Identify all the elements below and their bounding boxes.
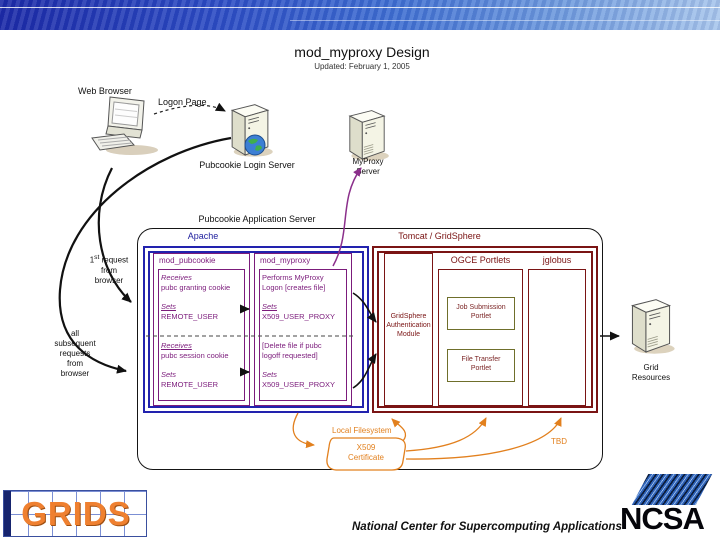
myproxy-server-label-line1: MyProxy — [352, 157, 384, 166]
grids-logo: GRIDS — [3, 490, 147, 537]
slide-subtitle: Updated: February 1, 2005 — [314, 62, 410, 71]
sets-label: Sets — [262, 302, 278, 311]
globe-icon — [244, 134, 266, 156]
local-filesystem-label: Local Filesystem — [332, 426, 392, 435]
mod-myproxy-inner-box — [259, 269, 347, 401]
file-transfer-portlet-label: File Transfer Portlet — [447, 355, 515, 373]
apache-label: Apache — [187, 231, 219, 241]
grid-resources-label-line1: Grid — [643, 363, 659, 372]
subsequent-requests-annotation: all subsequent requests from browser — [46, 329, 104, 379]
action-line: [Delete file if pubc — [262, 341, 322, 350]
myproxy-server-icon — [349, 110, 390, 162]
mod-myproxy-box — [254, 253, 352, 406]
x509-certificate-label: X509 Certificate — [330, 443, 402, 463]
mod-pubcookie-section1: Receives pubc granting cookie Sets REMOT… — [161, 273, 230, 322]
action-line: Performs MyProxy — [262, 273, 324, 282]
subsequent-line4: from — [67, 359, 83, 368]
file-transfer-portlet-box — [447, 349, 515, 382]
myproxy-server-label: MyProxy Server — [340, 157, 396, 177]
action-line: Logon [creates file] — [262, 283, 326, 292]
subsequent-line3: requests — [59, 349, 91, 358]
pubcookie-login-server-label: Pubcookie Login Server — [199, 160, 295, 170]
gridsphere-auth-module-label: GridSphere Authentication Module — [381, 312, 436, 339]
grids-logo-text: GRIDS — [21, 495, 131, 532]
subsequent-line5: browser — [60, 369, 90, 378]
gridsphere-auth-module-box — [384, 253, 433, 406]
tomcat-box-inner — [377, 251, 593, 408]
mod-myproxy-title: mod_myproxy — [260, 256, 311, 265]
subsequent-line2: subsequent — [54, 339, 96, 348]
auth-module-line1: GridSphere — [390, 313, 427, 320]
sets-label: Sets — [262, 370, 278, 379]
slide-title: mod_myproxy Design — [294, 44, 430, 60]
first-request-line1: 1st request — [82, 253, 136, 266]
sets-object: X509_USER_PROXY — [262, 312, 335, 321]
auth-module-line2: Authentication — [386, 322, 431, 329]
x509-line1: X509 — [356, 443, 376, 452]
ogce-portlets-label: OGCE Portlets — [450, 255, 511, 265]
banner-highlight-line — [0, 7, 720, 8]
first-request-line2: from — [101, 265, 117, 275]
tomcat-gridsphere-label: Tomcat / GridSphere — [398, 231, 481, 241]
web-browser-icon — [91, 96, 159, 156]
subsequent-line1: all — [70, 329, 79, 338]
receives-object: pubc granting cookie — [161, 283, 231, 292]
receives-label: Receives — [161, 273, 192, 282]
sets-label: Sets — [161, 302, 177, 311]
tomcat-box-outer — [372, 246, 598, 413]
ogce-portlets-box — [438, 269, 523, 406]
web-browser-label: Web Browser — [78, 86, 132, 96]
job-portlet-line2: Portlet — [470, 313, 492, 320]
jglobus-box — [528, 269, 586, 406]
app-server-label: Pubcookie Application Server — [198, 214, 316, 224]
action-line: logoff requested] — [262, 351, 318, 360]
banner-highlight-line-2 — [290, 20, 720, 21]
myproxy-server-label-line2: Server — [356, 167, 380, 176]
first-request-rest: request — [99, 255, 129, 265]
sets-object: REMOTE_USER — [161, 380, 219, 389]
job-submission-portlet-box — [447, 297, 515, 330]
receives-object: pubc session cookie — [161, 351, 229, 360]
mod-myproxy-section2: [Delete file if pubc logoff requested] S… — [262, 341, 335, 390]
file-portlet-line2: Portlet — [470, 365, 492, 372]
receives-label: Receives — [161, 341, 192, 350]
grid-resources-label-line2: Resources — [631, 373, 671, 382]
top-banner — [0, 0, 720, 30]
file-portlet-line1: File Transfer — [461, 356, 501, 363]
grids-logo-strip — [4, 491, 11, 536]
first-request-annotation: 1st request from browser — [82, 253, 136, 286]
jglobus-label: jglobus — [542, 255, 572, 265]
first-request-line3: browser — [94, 275, 124, 285]
grid-resources-label: Grid Resources — [622, 363, 680, 383]
job-submission-portlet-label: Job Submission Portlet — [447, 303, 515, 321]
ncsa-logo-text: NCSA — [620, 501, 705, 536]
sets-label: Sets — [161, 370, 177, 379]
sets-object: REMOTE_USER — [161, 312, 219, 321]
auth-module-line3: Module — [397, 331, 420, 338]
footer-text: National Center for Supercomputing Appli… — [352, 521, 622, 533]
sets-object: X509_USER_PROXY — [262, 380, 335, 389]
x509-line2: Certificate — [347, 453, 384, 462]
mod-myproxy-section1: Performs MyProxy Logon [creates file] Se… — [262, 273, 335, 322]
mod-pubcookie-title: mod_pubcookie — [159, 256, 216, 265]
mod-pubcookie-section2: Receives pubc session cookie Sets REMOTE… — [161, 341, 229, 390]
tbd-label: TBD — [551, 437, 567, 446]
logon-page-label: Logon Page — [158, 97, 207, 107]
grid-resources-icon — [631, 299, 676, 355]
job-portlet-line1: Job Submission — [456, 304, 506, 311]
